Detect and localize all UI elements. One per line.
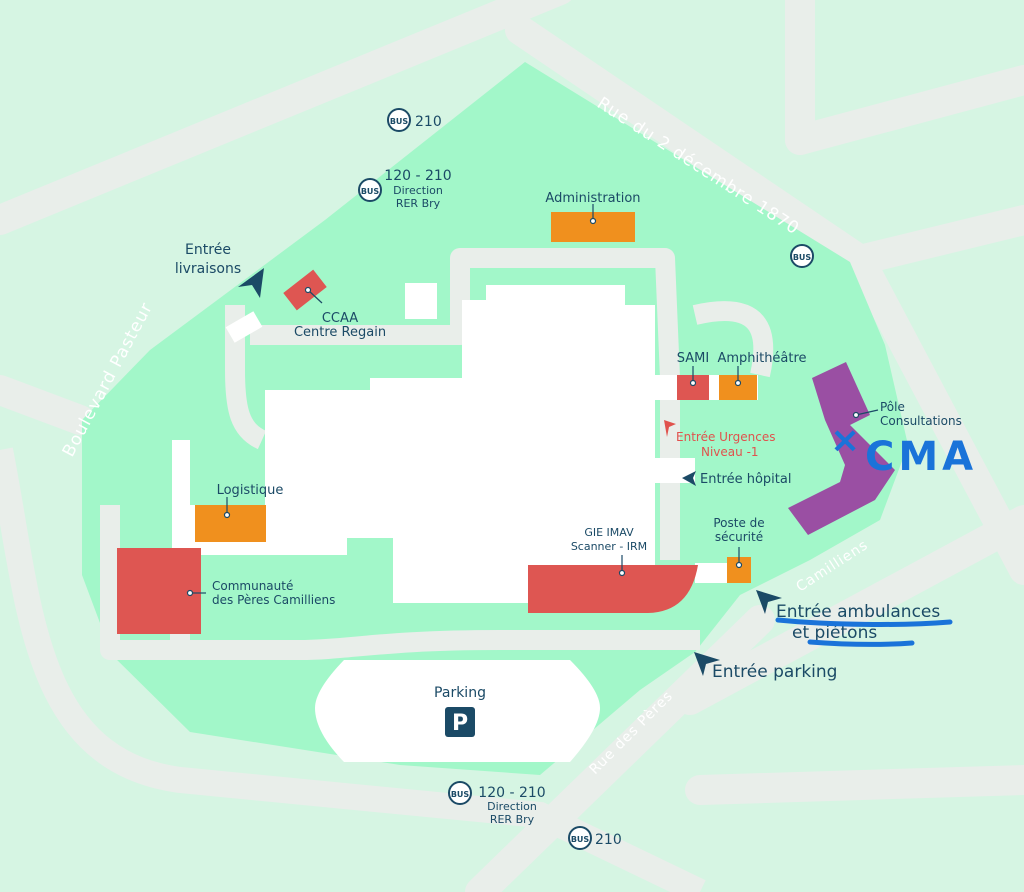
service-labels: Administration CCAA Centre Regain SAMI A… [212,191,962,607]
poste-pin [735,561,743,569]
bus-stop-bottom: 210 [595,832,622,848]
gie-imav-building [528,565,698,613]
pole-leader [855,409,879,416]
bus-icon [448,781,472,805]
bus-stop-north-destination: RER Bry [396,197,441,210]
label-logistique: Logistique [217,483,284,498]
ccaa-leader [307,289,323,304]
label-entree-parking: Entrée parking [712,662,837,682]
main-hospital-building [172,285,758,603]
road-south-ring [0,447,706,892]
label-entree-ambulances: Entrée ambulances [776,602,940,622]
bus-stop-north-direction: Direction [393,184,443,197]
bus-stop-north-lines: 120 - 210 [384,168,451,184]
sami-pin [689,379,697,387]
bus-badge: BUS [571,835,590,844]
bus-badge: BUS [390,117,409,126]
security-connector [695,563,735,583]
communaute-pin [186,589,194,597]
road-rue-des-peres [465,605,775,892]
communaute-building [117,548,201,634]
label-et-pietons: et piétons [792,623,877,643]
label-consultations: Consultations [880,414,962,428]
label-niveau-1: Niveau -1 [701,445,759,459]
road-north-east [785,65,1024,155]
bus-icon [790,244,814,268]
south-ring-road [100,505,700,660]
arrow-hopital-icon [682,471,696,486]
gie-pin [618,569,626,577]
bus-stop-south-direction: Direction [487,800,537,813]
arrow-parking-icon [694,652,720,676]
logistique-building [195,505,266,542]
label-livraisons: livraisons [175,261,241,277]
hand-annotations: × CMA [775,420,977,647]
bus-icon [568,826,592,850]
road-camilliens [675,505,1024,715]
arrow-urgences-icon [664,420,676,437]
label-peres-camilliens: des Pères Camilliens [212,593,335,607]
bus-badge: BUS [793,253,812,262]
annotation-cross: × [830,420,860,461]
bus-stops: BUS 210 BUS 120 - 210 Direction RER Bry … [358,108,814,850]
annex-building [405,283,437,319]
bus-icon [358,178,382,202]
annotation-cma: CMA [865,434,977,480]
label-scanner-irm: Scanner - IRM [571,540,647,553]
label-entree-urgences: Entrée Urgences [676,430,776,444]
label-amphitheatre: Amphithéâtre [717,351,806,366]
bus-icon [387,108,411,132]
north-ring-road [250,248,680,379]
label-entree-livraisons: Entrée [185,242,231,258]
pole-consultations-building [788,362,895,535]
label-poste: Poste de [713,516,764,530]
amphitheatre-pin [734,379,742,387]
pole-pin [852,411,860,419]
label-ccaa: CCAA [322,311,358,326]
underline-ambulances [775,617,953,627]
label-communaute: Communauté [212,579,293,593]
entrance-labels: Entrée livraisons Entrée Urgences Niveau… [175,242,941,682]
bus-badge: BUS [451,790,470,799]
parking-icon [445,707,475,737]
amphitheatre-loop [692,301,774,378]
ccaa-pin [304,286,312,294]
internal-roads [100,248,774,660]
road-boulevard-pasteur [0,0,572,235]
road-south-east [685,765,1024,805]
underline-pietons [807,639,915,647]
access-road-west [225,305,267,450]
label-sami: SAMI [677,351,709,366]
label-gie-imav: GIE IMAV [584,526,634,539]
bus-stop-south-destination: RER Bry [490,813,535,826]
entrance-arrows [238,268,782,676]
parking-icon-letter: P [452,711,468,736]
administration-pin [589,217,597,225]
label-pole: Pôle [880,400,905,414]
label-centre-regain: Centre Regain [294,325,386,340]
label-entree-hopital: Entrée hôpital [700,472,791,487]
label-administration: Administration [545,191,640,206]
road-east [845,205,1024,275]
parking-label: Parking [434,685,486,701]
service-leader-lines [186,204,879,597]
bus-stop-top: 210 [415,114,442,130]
logistique-pin [223,511,231,519]
label-securite: sécurité [715,530,763,544]
bus-stop-south-lines: 120 - 210 [478,785,545,801]
arrow-ambulances-icon [756,590,782,614]
livraisons-gate [225,311,263,343]
bus-badge: BUS [361,187,380,196]
road-west [0,375,95,435]
arrow-livraisons-icon [238,268,264,298]
